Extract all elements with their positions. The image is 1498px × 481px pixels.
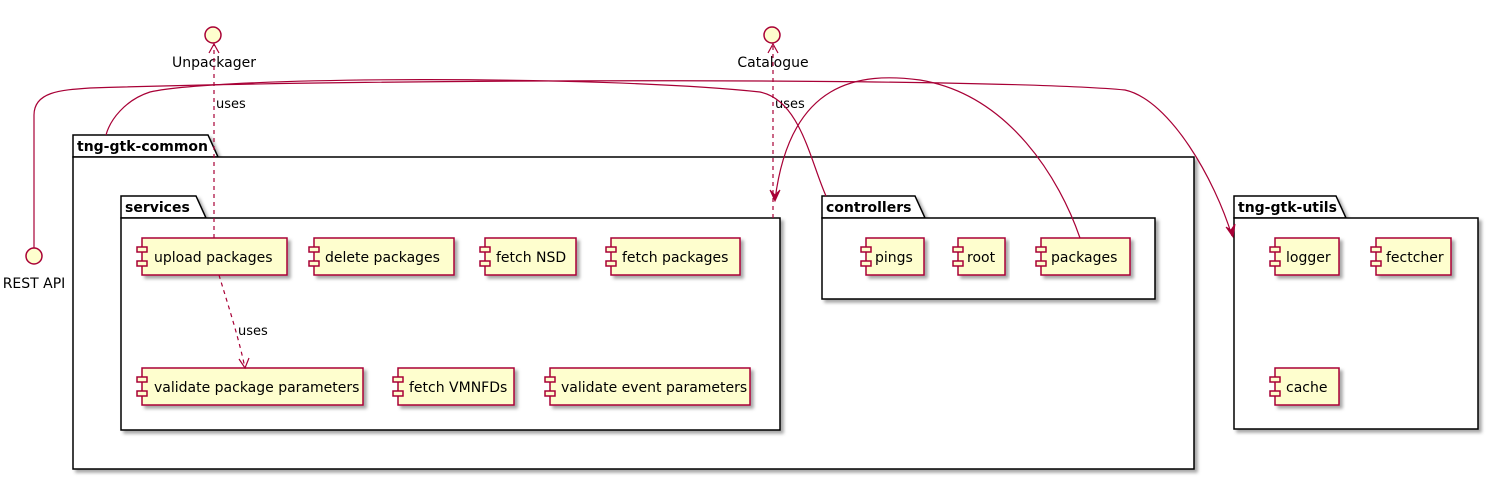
component-cache[interactable]: cache: [1269, 367, 1340, 406]
edge-packages-controller-to-services: [769, 77, 1081, 239]
component-root[interactable]: root: [952, 237, 1006, 276]
component-label: fetch packages: [622, 250, 728, 266]
component-delete-packages[interactable]: delete packages: [308, 237, 455, 276]
component-pings[interactable]: pings: [860, 237, 925, 276]
component-validate-package-parameters[interactable]: validate package parameters: [136, 367, 364, 406]
component-upload-packages[interactable]: upload packages: [136, 237, 288, 276]
component-label: packages: [1051, 250, 1117, 266]
component-fetch-vmnfds[interactable]: fetch VMNFDs: [392, 367, 515, 406]
edge-label-uses: uses: [238, 324, 268, 339]
component-label: validate event parameters: [561, 380, 747, 396]
edge-upload-uses-unpackager: [208, 42, 220, 238]
component-logger[interactable]: logger: [1269, 237, 1340, 276]
package-label-tng-gtk-utils: tng-gtk-utils: [1238, 200, 1337, 216]
component-packages-controller[interactable]: packages: [1035, 237, 1131, 276]
edge-label-uses: uses: [216, 97, 246, 112]
interface-rest-api[interactable]: [25, 247, 43, 265]
edge-controllers-to-services: [105, 79, 827, 197]
component-fetch-packages[interactable]: fetch packages: [605, 237, 741, 276]
interface-label-unpackager: Unpackager: [172, 55, 256, 71]
component-fetch-nsd[interactable]: fetch NSD: [479, 237, 577, 276]
component-label: root: [967, 250, 996, 266]
package-label-tng-gtk-common: tng-gtk-common: [77, 139, 208, 155]
component-label: fectcher: [1386, 250, 1444, 266]
component-label: fetch VMNFDs: [409, 380, 507, 396]
edge-upload-uses-validate: [218, 274, 250, 370]
component-label: validate package parameters: [154, 380, 359, 396]
component-label: cache: [1286, 380, 1327, 396]
interface-catalogue[interactable]: [763, 26, 781, 44]
component-fectcher[interactable]: fectcher: [1370, 237, 1452, 276]
component-label: fetch NSD: [496, 250, 566, 266]
component-label: delete packages: [325, 250, 440, 266]
component-label: upload packages: [154, 250, 273, 266]
interface-label-rest-api: REST API: [3, 276, 66, 292]
component-validate-event-parameters[interactable]: validate event parameters: [544, 367, 751, 406]
edge-services-uses-catalogue: [767, 42, 779, 218]
edge-rest-api-to-utils: [33, 80, 1236, 248]
package-label-controllers: controllers: [826, 200, 911, 216]
package-label-services: services: [125, 200, 190, 216]
component-label: logger: [1286, 250, 1331, 266]
edge-label-uses: uses: [775, 97, 805, 112]
component-label: pings: [875, 250, 913, 266]
interface-unpackager[interactable]: [204, 26, 222, 44]
